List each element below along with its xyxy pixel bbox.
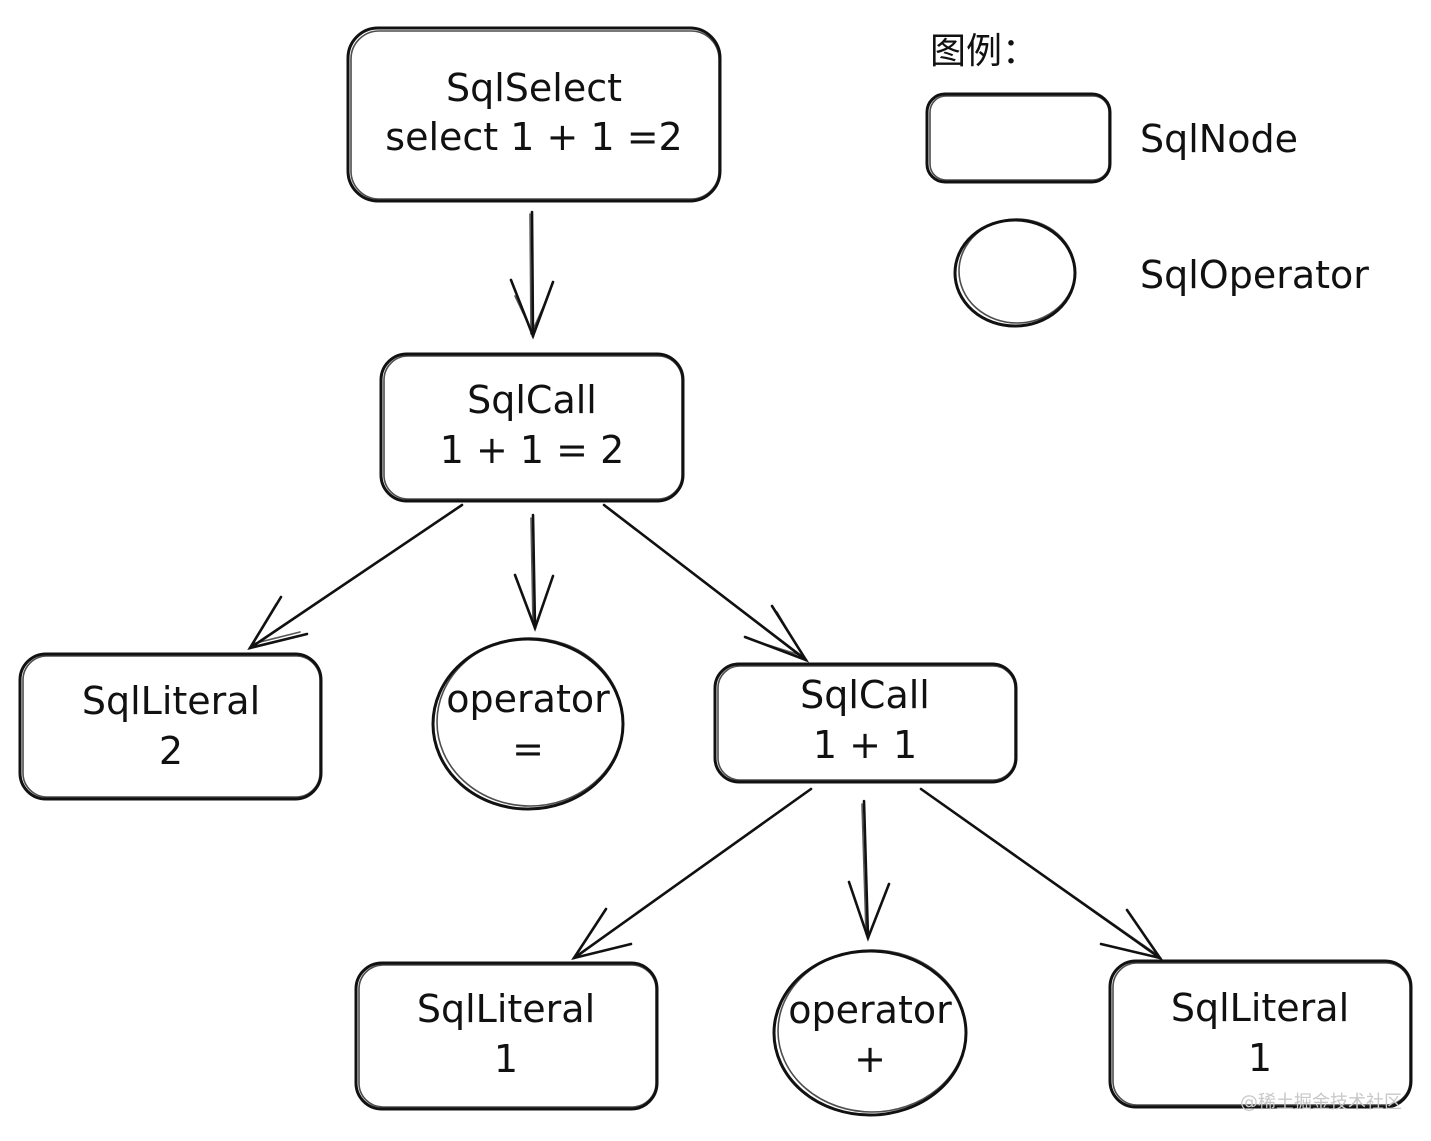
node-sql-literal-1-left-line1: SqlLiteral xyxy=(417,987,595,1031)
node-sql-literal-2: SqlLiteral 2 xyxy=(18,652,323,801)
legend: 图例： SqlNode SqlOperator xyxy=(925,31,1369,328)
edge-call-plus-to-literal-1-right xyxy=(919,787,1163,961)
node-sql-call-eq-line2: 1 + 1 = 2 xyxy=(440,428,625,472)
legend-label-sql-node: SqlNode xyxy=(1140,117,1298,161)
edge-root-to-call-eq xyxy=(509,210,555,340)
legend-circle-swatch xyxy=(953,218,1077,328)
node-sql-call-eq-line1: SqlCall xyxy=(467,378,597,422)
edge-call-eq-to-op-eq xyxy=(513,513,555,632)
node-sql-call-plus: SqlCall 1 + 1 xyxy=(713,662,1018,784)
node-sql-literal-1-right-line2: 1 xyxy=(1248,1036,1272,1080)
legend-item-sql-node: SqlNode xyxy=(925,92,1298,184)
edge-call-plus-to-literal-1-left xyxy=(571,787,813,961)
edge-call-eq-to-literal-2 xyxy=(247,503,464,651)
legend-title: 图例： xyxy=(930,31,1038,72)
edge-call-eq-to-call-plus xyxy=(602,503,810,663)
edge-call-plus-to-op-plus xyxy=(847,799,891,942)
node-sql-select-line2: select 1 + 1 =2 xyxy=(385,115,682,159)
node-operator-eq: operator = xyxy=(431,637,625,811)
node-sql-literal-2-line2: 2 xyxy=(159,729,183,773)
node-operator-eq-line2: = xyxy=(512,727,544,771)
edges xyxy=(247,210,1163,961)
node-sql-call-plus-line2: 1 + 1 xyxy=(813,723,917,767)
node-operator-plus-line2: + xyxy=(854,1037,886,1081)
legend-item-sql-operator: SqlOperator xyxy=(953,218,1369,328)
node-sql-literal-1-right-line1: SqlLiteral xyxy=(1171,986,1349,1030)
node-sql-literal-1-left-line2: 1 xyxy=(494,1037,518,1081)
node-sql-select-line1: SqlSelect xyxy=(446,66,622,110)
node-sql-literal-1-left: SqlLiteral 1 xyxy=(354,961,659,1111)
node-sql-call-eq: SqlCall 1 + 1 = 2 xyxy=(379,352,685,503)
node-operator-eq-line1: operator xyxy=(446,677,610,721)
legend-label-sql-operator: SqlOperator xyxy=(1140,253,1369,297)
node-sql-literal-1-right: SqlLiteral 1 xyxy=(1108,959,1413,1109)
node-operator-plus-line1: operator xyxy=(788,988,952,1032)
node-sql-select: SqlSelect select 1 + 1 =2 xyxy=(346,26,722,203)
watermark: @稀土掘金技术社区 xyxy=(1240,1092,1402,1113)
legend-rounded-rectangle-swatch xyxy=(925,92,1112,184)
node-sql-literal-2-line1: SqlLiteral xyxy=(82,679,260,723)
node-operator-plus: operator + xyxy=(772,949,968,1117)
node-sql-call-plus-line1: SqlCall xyxy=(800,673,930,717)
